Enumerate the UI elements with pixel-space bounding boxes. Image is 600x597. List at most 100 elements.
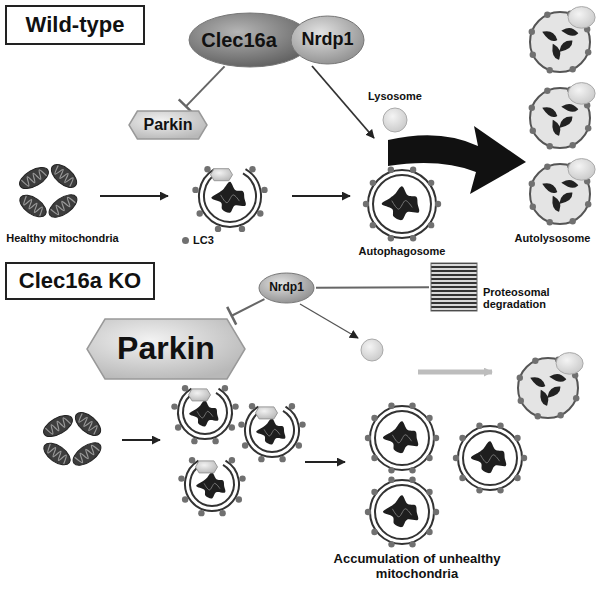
lc3-dot [585,125,591,131]
lc3-dot [258,456,264,462]
mitochondrial-fragment [551,120,561,135]
mitochondrion [47,160,80,192]
lc3-dot [171,403,177,409]
lc3-dot [459,435,465,441]
lc3-dot [388,476,394,482]
panel-title-box: Wild-type [5,5,145,45]
stage-label: Healthy mitochondria [0,232,125,245]
lc3-dot [279,456,285,462]
lc3-dot [453,455,459,461]
mitochondrion [40,411,76,441]
damaged-mitochondrion [382,186,420,220]
lc3-dot [518,397,524,403]
node-label: Nrdp1 [269,281,304,294]
lysosome [556,353,583,375]
legend-swatch [182,237,189,244]
damaged-mitochondrion [383,495,418,527]
lc3-dot [409,467,415,473]
autophagosome [365,476,439,547]
lc3-dot [557,412,563,418]
process-arrow [292,195,350,197]
lc3-dot [365,435,371,441]
lc3-dot [426,455,432,461]
lc3-dot [192,187,198,193]
lc3-dot [532,358,538,364]
lc3-dot [388,167,394,173]
inhibition-line [232,299,265,316]
process-arrow [312,66,374,138]
lysosome [568,83,595,105]
lc3-dot [426,489,432,495]
legend-text: LC3 [193,234,214,246]
lc3-dot [585,49,591,55]
lysosome [568,7,595,29]
damaged-mitochondrion [189,400,218,426]
damaged-mitochondrion [471,441,506,473]
phagophore [238,403,305,462]
lc3-dot [428,180,434,186]
parkin-symbol [189,389,211,401]
lc3-dot [497,487,503,493]
lc3-dot [388,402,394,408]
lc3-dot [476,487,482,493]
lc3-dot [257,210,263,216]
lc3-dot [215,226,221,232]
autophagosome [363,167,441,242]
panel-title-box: Clec16a KO [5,262,155,300]
lc3-dot [514,435,520,441]
lc3-dot [514,475,520,481]
mitochondrial-fragment [563,180,578,188]
mitochondrial-fragment [543,182,558,194]
process-arrow [300,304,358,338]
lc3-dot [249,166,255,172]
lc3-dot [530,127,536,133]
legend-item: LC3 [182,234,214,246]
lc3-dot [371,529,377,535]
outcome-label: Accumulation of unhealthy mitochondria [322,552,512,582]
lc3-dot [428,222,434,228]
lc3-dot [189,457,195,463]
lc3-dot [178,475,184,481]
lc3-dot [569,218,575,224]
lc3-dot [529,105,535,111]
mitochondrial-fragment [547,385,561,398]
mitochondrial-fragment [531,376,546,388]
lc3-dot [365,509,371,515]
autophagosome [365,402,439,473]
lc3-dot [229,457,235,463]
mitochondrial-fragment [563,104,578,112]
phagophore [171,385,238,444]
protein-hexagon: Parkin [128,110,208,140]
node-label: Nrdp1 [301,30,353,50]
protein-ellipse: Nrdp1 [290,15,365,65]
mitochondrial-fragment [551,374,566,382]
lc3-dot [239,475,245,481]
lc3-dot [388,235,394,241]
damaged-mitochondrion [383,421,418,453]
lc3-dot [371,455,377,461]
lc3-dot [222,385,228,391]
lc3-dot [370,180,376,186]
lc3-dot [544,88,550,94]
autolysosome [529,83,595,150]
mitochondrion [40,439,74,469]
autolysosome [517,353,583,420]
protein-hexagon: Parkin [86,318,246,380]
lc3-dot [585,201,591,207]
lc3-dot [426,529,432,535]
lc3-dot [371,415,377,421]
node-label: Proteosomal degradation [483,286,573,310]
mitochondrion [16,191,50,221]
process-arrow [100,195,168,197]
lc3-dot [249,403,255,409]
lc3-dot [219,510,225,516]
damaged-mitochondrion [196,472,225,498]
lc3-dot [530,51,536,57]
lc3-dot [299,421,305,427]
lc3-dot [196,210,202,216]
lc3-dot [573,395,579,401]
lc3-dot [476,422,482,428]
node-label: Clec16a [201,29,277,51]
autolysosome [529,7,595,74]
mitochondrion [71,408,104,440]
